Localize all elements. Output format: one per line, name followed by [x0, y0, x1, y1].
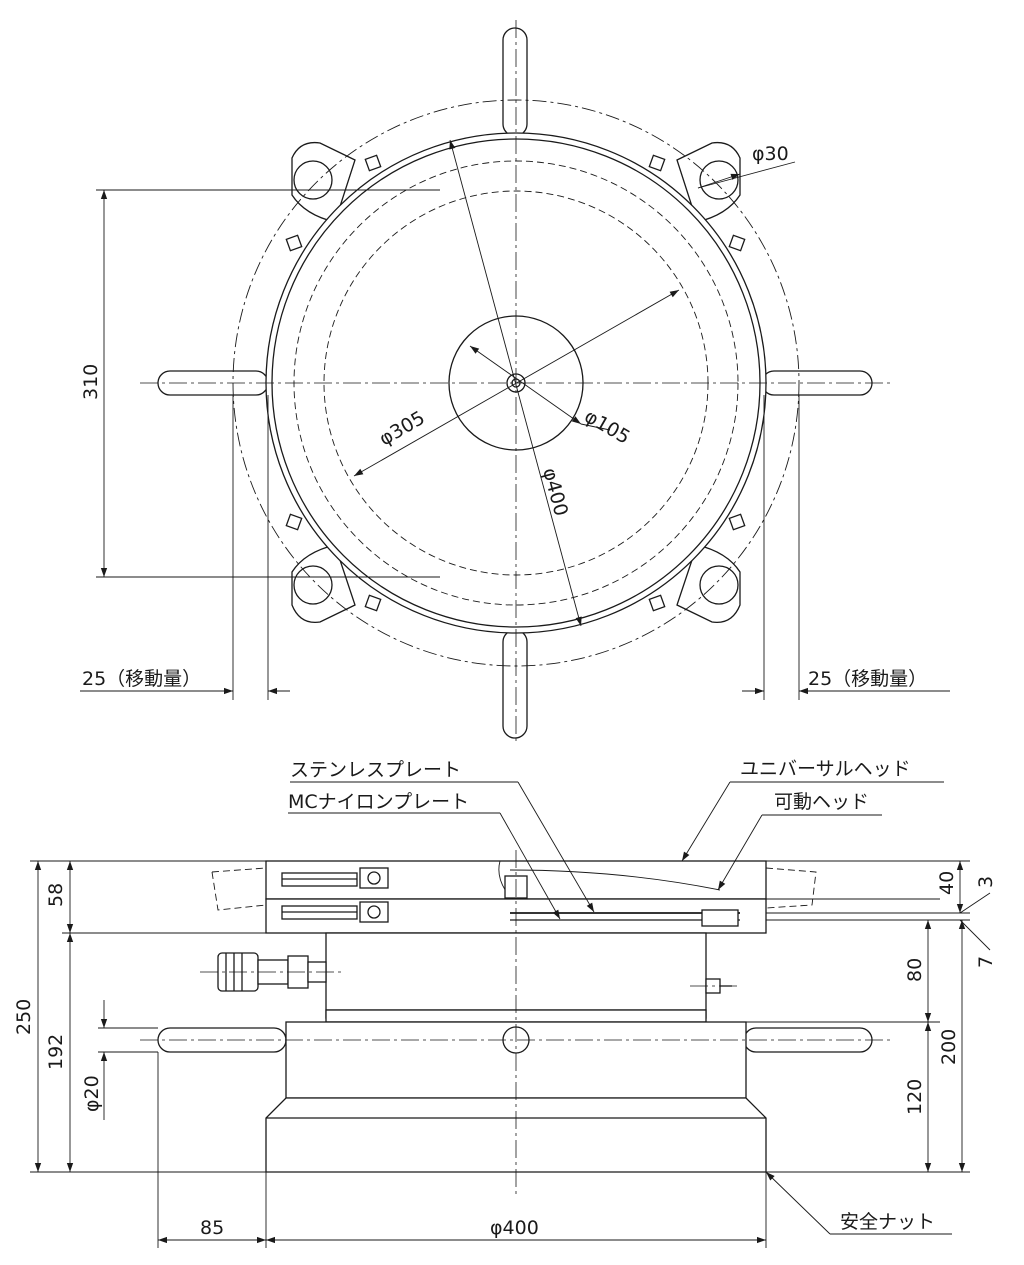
handle-bottom — [502, 629, 528, 739]
dim-phi20: φ20 — [81, 1075, 103, 1112]
dim-58: 58 — [45, 883, 67, 907]
label-mc-nylon-plate: MCナイロンプレート — [288, 791, 469, 813]
lug-top-right — [676, 141, 741, 223]
dim-192: 192 — [45, 1034, 67, 1070]
dim-phi400-bottom: φ400 — [490, 1217, 539, 1239]
dim-left-travel: 25（移動量） — [82, 668, 201, 690]
bolt-heads — [285, 154, 746, 612]
top-view: φ30 310 φ305 φ105 φ400 25（移動量） 25（移動量） — [80, 20, 950, 745]
dim-40: 40 — [936, 871, 958, 895]
dim-120: 120 — [904, 1079, 926, 1115]
dim-7: 7 — [975, 956, 997, 968]
handle-top — [502, 27, 528, 137]
dim-85: 85 — [200, 1217, 224, 1239]
dim-right-travel: 25（移動量） — [808, 668, 927, 690]
lug-top-left — [291, 141, 356, 223]
dim-phi30: φ30 — [752, 143, 789, 165]
lug-bottom-left — [291, 544, 356, 624]
side-view: ステンレスプレート MCナイロンプレート ユニバーサルヘッド 可動ヘッド 安全ナ… — [13, 758, 997, 1248]
label-stainless-plate: ステンレスプレート — [290, 759, 461, 781]
clamp-upper — [281, 867, 389, 889]
label-movable-head: 可動ヘッド — [774, 791, 869, 813]
label-safety-nut: 安全ナット — [840, 1211, 935, 1233]
dim-250: 250 — [13, 999, 35, 1035]
label-universal-head: ユニバーサルヘッド — [740, 758, 911, 780]
lug-bottom-right — [676, 544, 741, 624]
dim-3: 3 — [975, 876, 997, 888]
clamp-lower — [281, 901, 389, 923]
dim-310: 310 — [80, 364, 102, 400]
dim-80: 80 — [904, 958, 926, 982]
dim-200: 200 — [938, 1029, 960, 1065]
